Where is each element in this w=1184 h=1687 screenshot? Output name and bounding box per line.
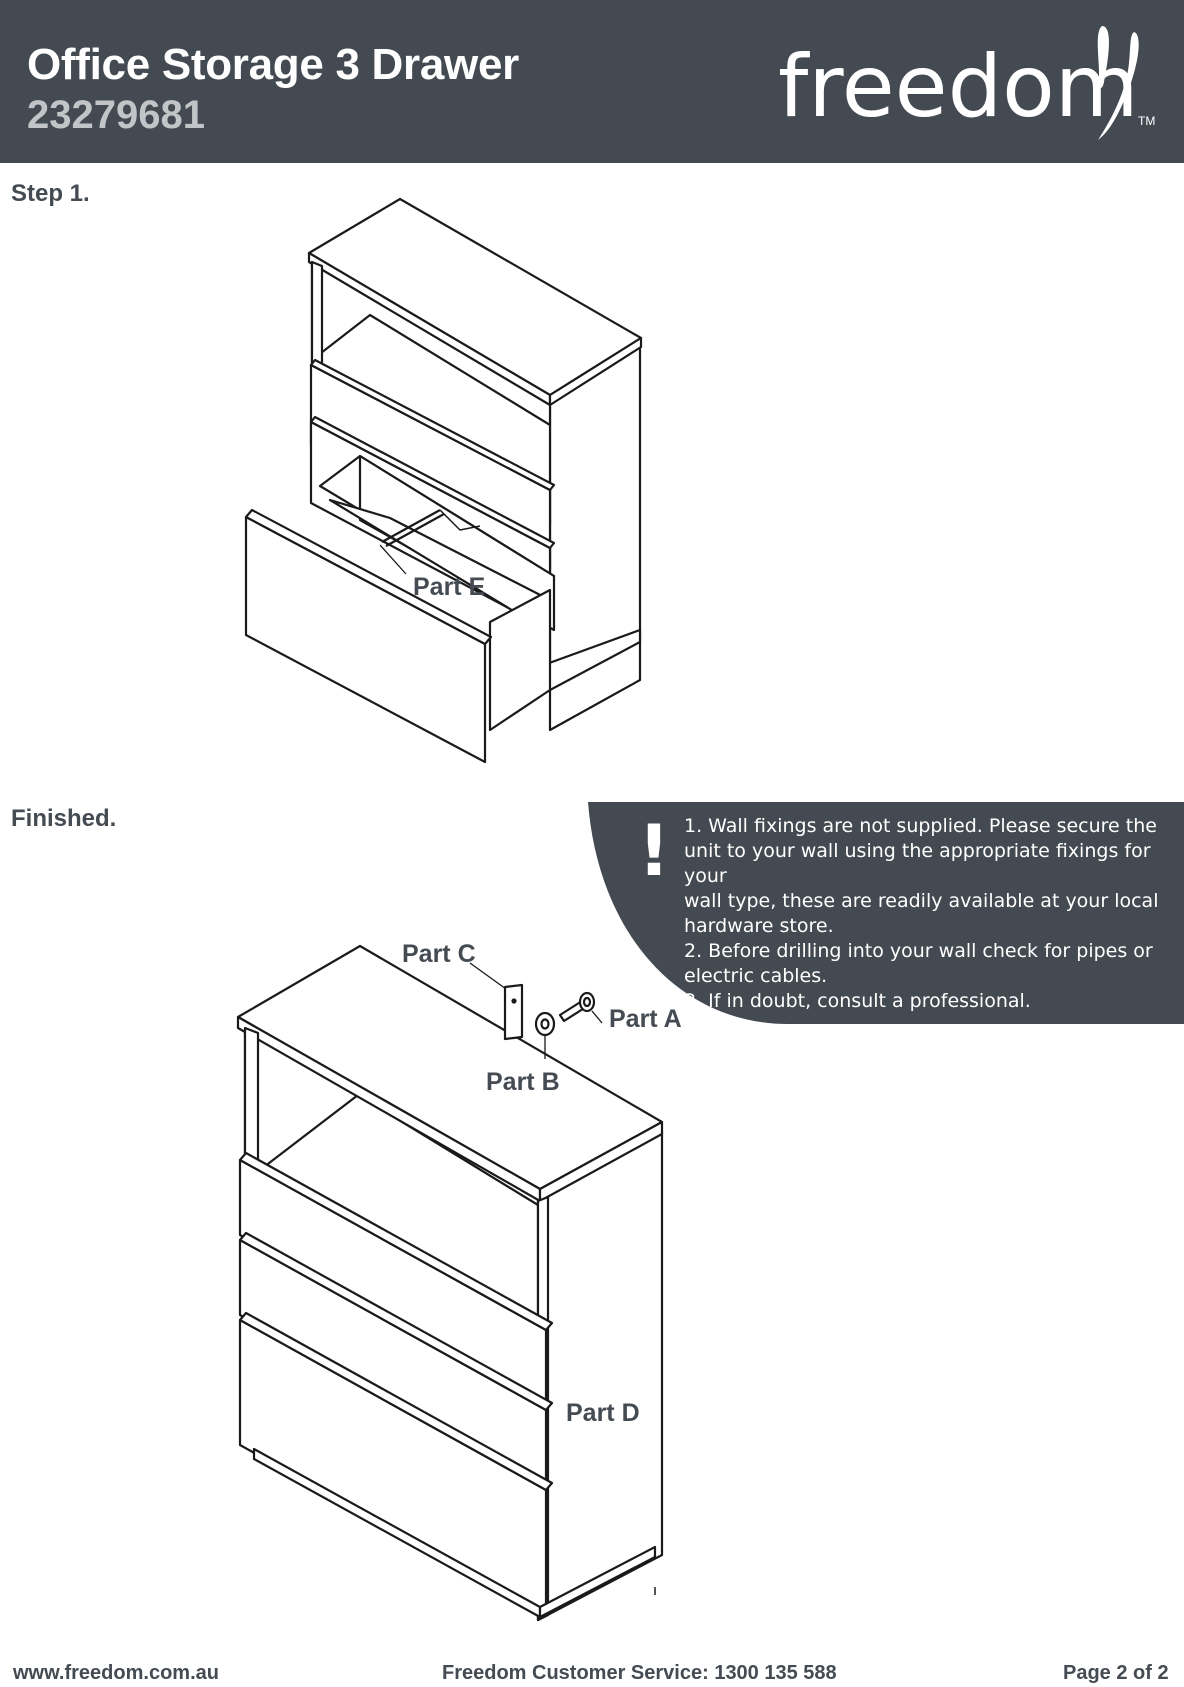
warning-text: 1. Wall fixings are not supplied. Please…: [684, 814, 1174, 1014]
warning-line: 1. Wall fixings are not supplied. Please…: [684, 815, 1157, 837]
footer-customer-service: Freedom Customer Service: 1300 135 588: [442, 1662, 837, 1684]
part-e-label: Part E: [413, 573, 486, 601]
part-a-label: Part A: [609, 1005, 682, 1033]
footer-website-link[interactable]: www.freedom.com.au: [13, 1662, 219, 1684]
finished-cabinet-illustration: [236, 944, 664, 1622]
step-1-cabinet-illustration: [244, 197, 643, 764]
part-d-label: Part D: [566, 1399, 640, 1427]
trademark-symbol: TM: [1138, 114, 1156, 128]
footer-page-number: Page 2 of 2: [1063, 1662, 1169, 1684]
exclamation-icon: !: [638, 810, 670, 892]
step-1-heading: Step 1.: [11, 180, 90, 207]
document-title: Office Storage 3 Drawer: [27, 40, 519, 89]
warning-line: electric cables.: [684, 965, 828, 987]
warning-panel: [588, 802, 1184, 1024]
header-bar: Office Storage 3 Drawer 23279681 freedom…: [0, 0, 1184, 163]
finished-heading: Finished.: [11, 805, 117, 832]
warning-line: hardware store.: [684, 915, 834, 937]
part-c-label: Part C: [402, 940, 476, 968]
warning-line: 3. If in doubt, consult a professional.: [684, 990, 1031, 1012]
brand-swoosh-icon: [1097, 26, 1139, 140]
product-code: 23279681: [27, 93, 205, 137]
part-b-label: Part B: [486, 1068, 560, 1096]
warning-line: unit to your wall using the appropriate …: [684, 840, 1151, 887]
warning-line: 2. Before drilling into your wall check …: [684, 940, 1153, 962]
brand-wordmark: freedom: [778, 37, 1139, 137]
warning-line: wall type, these are readily available a…: [684, 890, 1159, 912]
